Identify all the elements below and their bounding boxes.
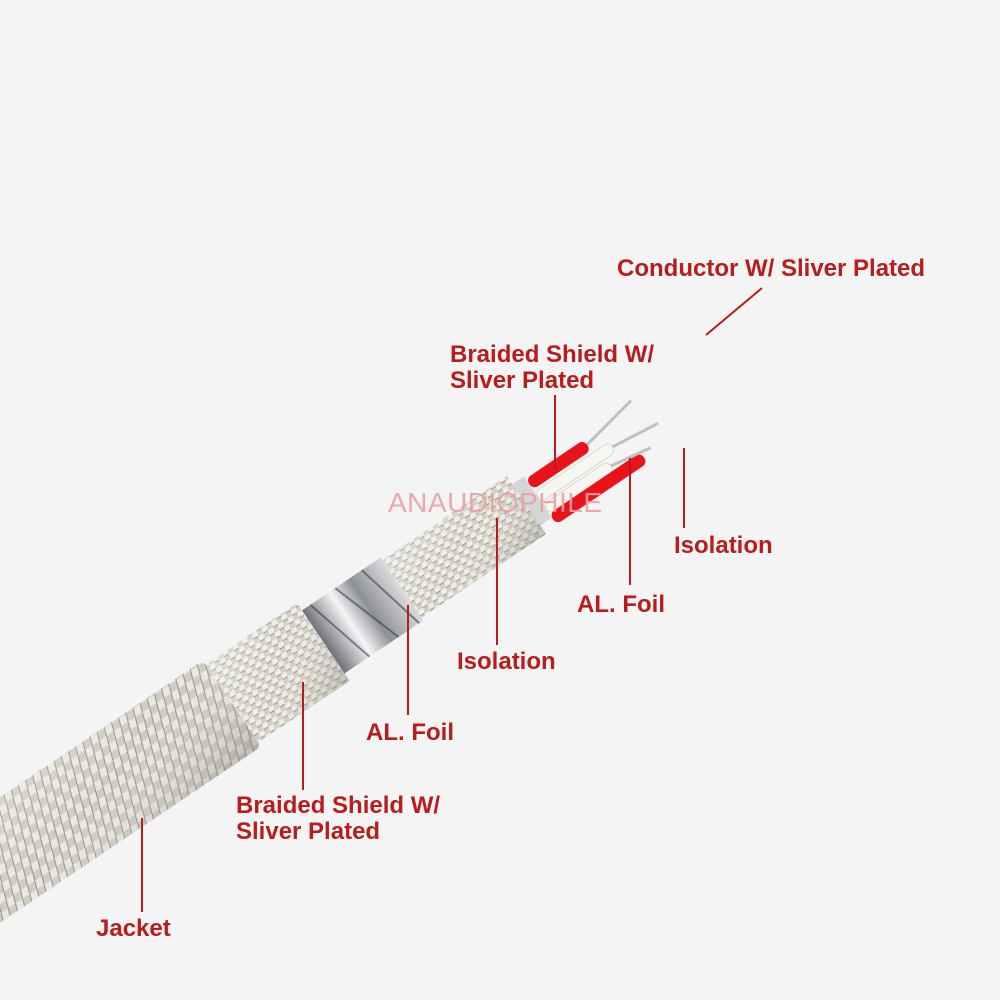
leader-line-conductor [705,287,763,336]
label-outer-braided-shield-line1: Braided Shield W/ [236,792,441,819]
conductor-bundle [528,399,659,523]
label-inner-braided-shield: Braided Shield W/ Sliver Plated [450,342,654,394]
label-inner-isolation: Isolation [674,532,773,559]
label-middle-isolation: Isolation [457,648,556,675]
label-conductor: Conductor W/ Sliver Plated [617,255,926,282]
inner-foil-segment [512,476,553,526]
label-inner-braided-shield-line1: Braided Shield W/ [450,341,655,368]
label-inner-foil: AL. Foil [577,591,665,618]
cable-body [0,399,659,924]
label-outer-braided-shield-line2: Sliver Plated [236,818,381,845]
watermark-text: ANAUDIOPHILE [388,487,603,518]
label-jacket: Jacket [96,915,171,942]
leader-lines [141,287,763,912]
label-outer-braided-shield: Braided Shield W/ Sliver Plated [236,793,440,845]
outer-foil-segment [302,557,424,674]
label-outer-foil: AL. Foil [366,719,454,746]
label-inner-braided-shield-line2: Sliver Plated [450,367,595,394]
